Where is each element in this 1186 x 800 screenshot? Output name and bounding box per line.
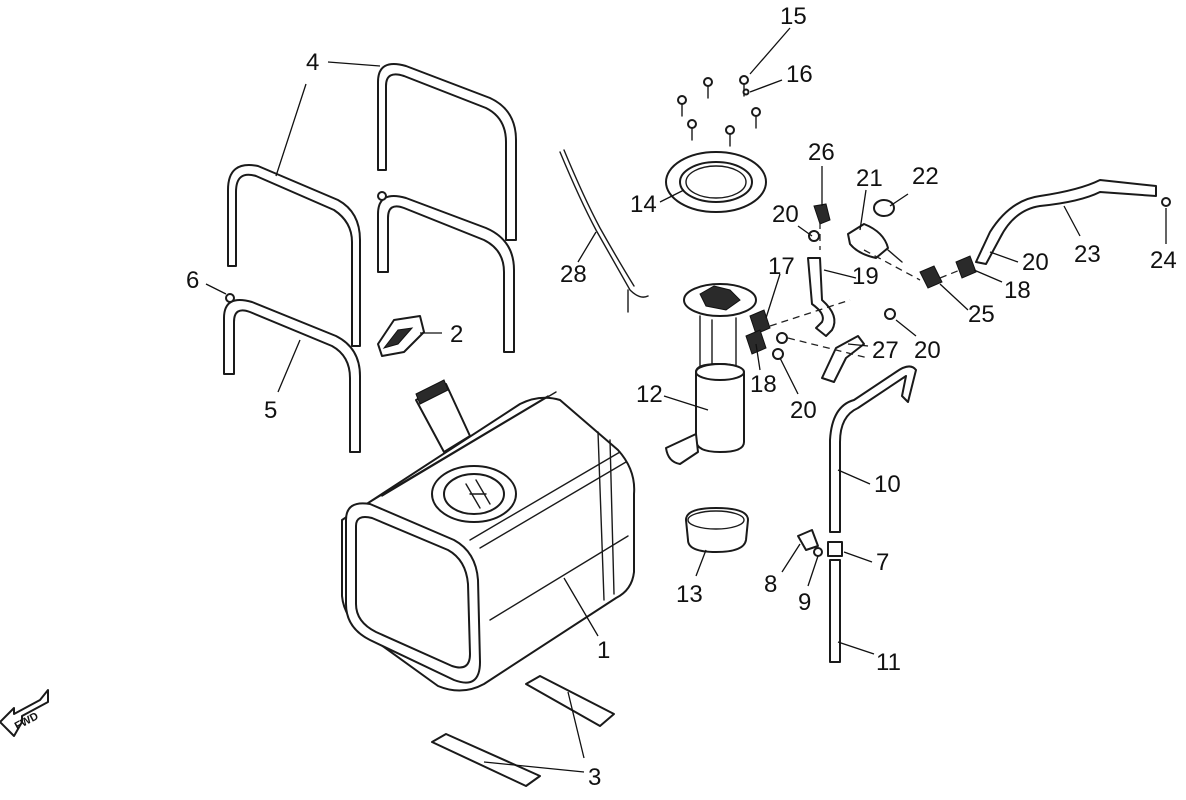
- callout-13: 13: [676, 581, 703, 608]
- assembly-guide-lines: [769, 222, 961, 359]
- part-22-clamp: [873, 199, 895, 217]
- callout-20-top: 20: [772, 201, 799, 228]
- part-27-hose: [821, 335, 865, 383]
- callout-22: 22: [912, 163, 939, 190]
- callout-15: 15: [780, 3, 807, 30]
- part-12-fuel-pump: [665, 283, 757, 465]
- callout-6: 6: [186, 267, 199, 294]
- part-5-strap-left: [223, 299, 361, 453]
- callout-25: 25: [968, 301, 995, 328]
- part-13-lock-ring: [685, 507, 749, 553]
- callout-19: 19: [852, 263, 879, 290]
- callout-20-mid: 20: [914, 337, 941, 364]
- callout-7: 7: [876, 549, 889, 576]
- callout-18-right: 18: [1004, 277, 1031, 304]
- leader-lines: [205, 27, 1167, 773]
- part-23-hose: [975, 179, 1157, 265]
- part-19-hose: [807, 257, 836, 337]
- callout-26: 26: [808, 139, 835, 166]
- callout-3: 3: [588, 764, 601, 791]
- part-4-strap-right: [377, 63, 517, 241]
- callout-11: 11: [876, 649, 901, 676]
- part-1-fuel-tank: [341, 379, 636, 692]
- callout-20-right: 20: [1022, 249, 1049, 276]
- part-6-nut: [225, 191, 387, 303]
- part-11-tube: [829, 559, 841, 663]
- part-25-connector: [919, 265, 943, 289]
- part-2-pad: [377, 315, 425, 357]
- callout-2: 2: [450, 321, 463, 348]
- callout-23: 23: [1074, 241, 1101, 268]
- callout-12: 12: [636, 381, 663, 408]
- part-14-flange-ring: [665, 151, 767, 213]
- callout-10: 10: [874, 471, 901, 498]
- callout-21: 21: [856, 165, 883, 192]
- callout-8: 8: [764, 571, 777, 598]
- callout-17: 17: [768, 253, 795, 280]
- part-24-cap: [1161, 197, 1171, 207]
- part-5-strap-right: [377, 195, 515, 353]
- part-8-elbow: [797, 529, 819, 551]
- part-20-washer-right: [884, 308, 896, 320]
- callout-27: 27: [872, 337, 899, 364]
- part-7-valve: [827, 541, 843, 557]
- callout-18-lower: 18: [750, 371, 777, 398]
- part-21-filter: [847, 223, 903, 263]
- callout-1: 1: [597, 637, 610, 664]
- callout-labels: 1 2 3 4 5 6 7 8 9 10 11 12 13 14 15 16 1…: [186, 3, 1177, 791]
- part-15-16-bolts: [677, 75, 761, 147]
- callout-20-lower: 20: [790, 397, 817, 424]
- callout-5: 5: [264, 397, 277, 424]
- callout-4: 4: [306, 49, 319, 76]
- fwd-arrow-icon: FWD: [0, 689, 49, 737]
- part-10-vent-tube: [829, 365, 917, 533]
- part-28-wire-harness: [559, 149, 649, 313]
- part-9-washer: [813, 547, 823, 557]
- callout-9: 9: [798, 589, 811, 616]
- callout-28: 28: [560, 261, 587, 288]
- callout-24: 24: [1150, 247, 1177, 274]
- callout-16: 16: [786, 61, 813, 88]
- part-26-clip: [808, 203, 831, 242]
- pump-outlet-fittings: [745, 309, 788, 360]
- part-3-pads: [431, 675, 615, 787]
- callout-14: 14: [630, 191, 657, 218]
- part-4-strap-left: [227, 164, 361, 347]
